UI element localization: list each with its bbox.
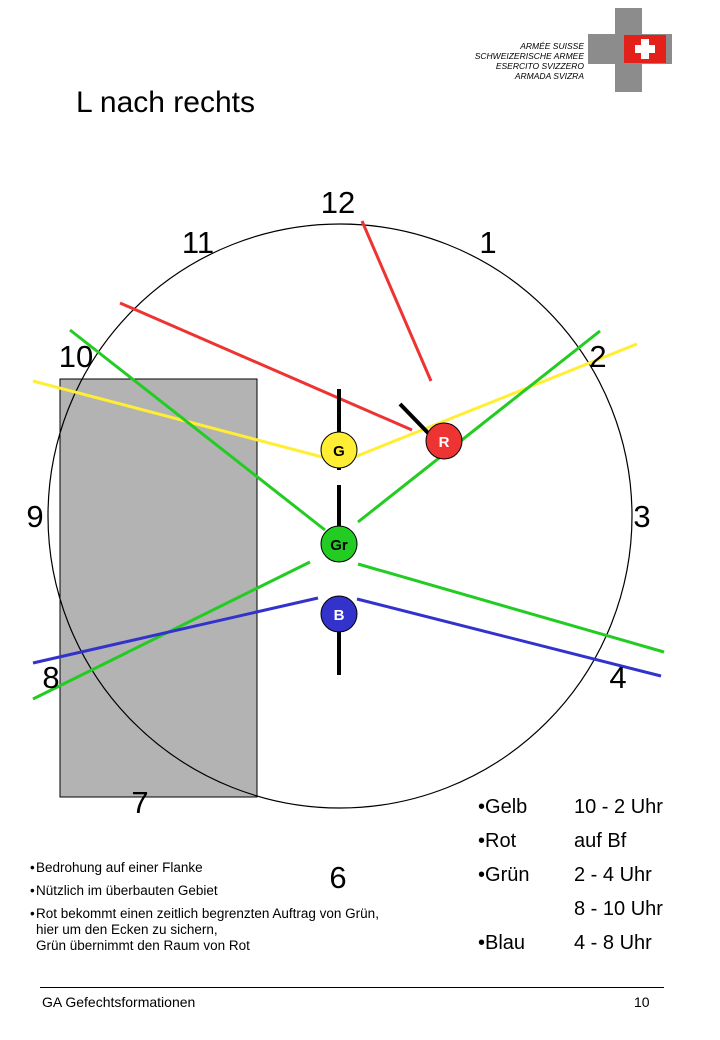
clock-number-10: 10 bbox=[58, 339, 94, 374]
note-item: Rot bekommt einen zeitlich begrenzten Au… bbox=[30, 906, 379, 954]
unit-b-label: B bbox=[334, 607, 345, 624]
page-title: L nach rechts bbox=[76, 86, 255, 119]
unit-gr-label: Gr bbox=[330, 537, 348, 554]
clock-number-1: 1 bbox=[479, 225, 497, 260]
army-name-block: ARMÉE SUISSE SCHWEIZERISCHE ARMEE ESERCI… bbox=[420, 41, 584, 81]
clock-number-11: 11 bbox=[181, 225, 215, 260]
footer-title: GA Gefechtsformationen bbox=[42, 994, 196, 1010]
yellow-sector-line-right bbox=[351, 342, 638, 460]
red-sector-line-left bbox=[119, 301, 413, 432]
green-sector-line-upper-left bbox=[69, 328, 326, 532]
legend-value: 10 - 2 Uhr bbox=[574, 796, 663, 818]
page-number: 10 bbox=[634, 994, 650, 1010]
army-name-de: SCHWEIZERISCHE ARMEE bbox=[474, 51, 584, 61]
clock-circle bbox=[47, 223, 633, 809]
legend-value: auf Bf bbox=[574, 830, 627, 852]
legend-value: 2 - 4 Uhr bbox=[574, 864, 652, 886]
army-name-rm: ARMADA SVIZRA bbox=[514, 71, 584, 81]
red-sector-line-top bbox=[360, 220, 433, 382]
clock-number-7: 7 bbox=[131, 785, 149, 820]
unit-b-marker bbox=[320, 595, 358, 633]
clock-number-9: 9 bbox=[26, 499, 44, 534]
building-obstacle bbox=[59, 378, 258, 798]
clock-number-3: 3 bbox=[633, 499, 651, 534]
note-item: Nützlich im überbauten Gebiet bbox=[30, 883, 379, 899]
green-sector-line-upper-right bbox=[357, 329, 601, 524]
legend-name: •Grün bbox=[478, 864, 530, 886]
legend-value: 4 - 8 Uhr bbox=[574, 932, 652, 954]
clock-number-12: 12 bbox=[320, 185, 356, 220]
legend-name: •Blau bbox=[478, 932, 526, 954]
unit-b: B bbox=[320, 595, 358, 633]
army-name-fr: ARMÉE SUISSE bbox=[520, 41, 584, 51]
swiss-army-logo bbox=[588, 8, 672, 92]
footer-divider bbox=[40, 987, 664, 988]
green-sector-line-lower-right bbox=[357, 562, 665, 654]
clock-number-8: 8 bbox=[42, 660, 60, 695]
blue-sector-line-left bbox=[32, 596, 319, 665]
unit-g-label: G bbox=[333, 443, 345, 460]
logo-flag-cross-h bbox=[635, 45, 655, 53]
unit-gr-marker bbox=[320, 525, 358, 563]
red-unit-stick bbox=[398, 402, 434, 439]
legend-value: 8 - 10 Uhr bbox=[574, 898, 663, 920]
blue-sector-line-right bbox=[356, 597, 662, 678]
clock-number-4: 4 bbox=[609, 660, 627, 695]
note-item: Bedrohung auf einer Flanke bbox=[30, 860, 379, 876]
unit-g-marker bbox=[320, 431, 358, 469]
yellow-sector-line-left bbox=[32, 379, 327, 460]
unit-g: G bbox=[320, 431, 358, 469]
unit-gr: Gr bbox=[320, 525, 358, 563]
unit-r: R bbox=[425, 422, 463, 460]
legend-name: •Gelb bbox=[478, 796, 528, 818]
army-name-it: ESERCITO SVIZZERO bbox=[495, 61, 584, 71]
unit-r-label: R bbox=[439, 434, 450, 451]
clock-number-2: 2 bbox=[589, 339, 607, 374]
legend-name: •Rot bbox=[478, 830, 517, 852]
notes-list: Bedrohung auf einer Flanke Nützlich im ü… bbox=[30, 860, 379, 961]
unit-r-marker bbox=[425, 422, 463, 460]
